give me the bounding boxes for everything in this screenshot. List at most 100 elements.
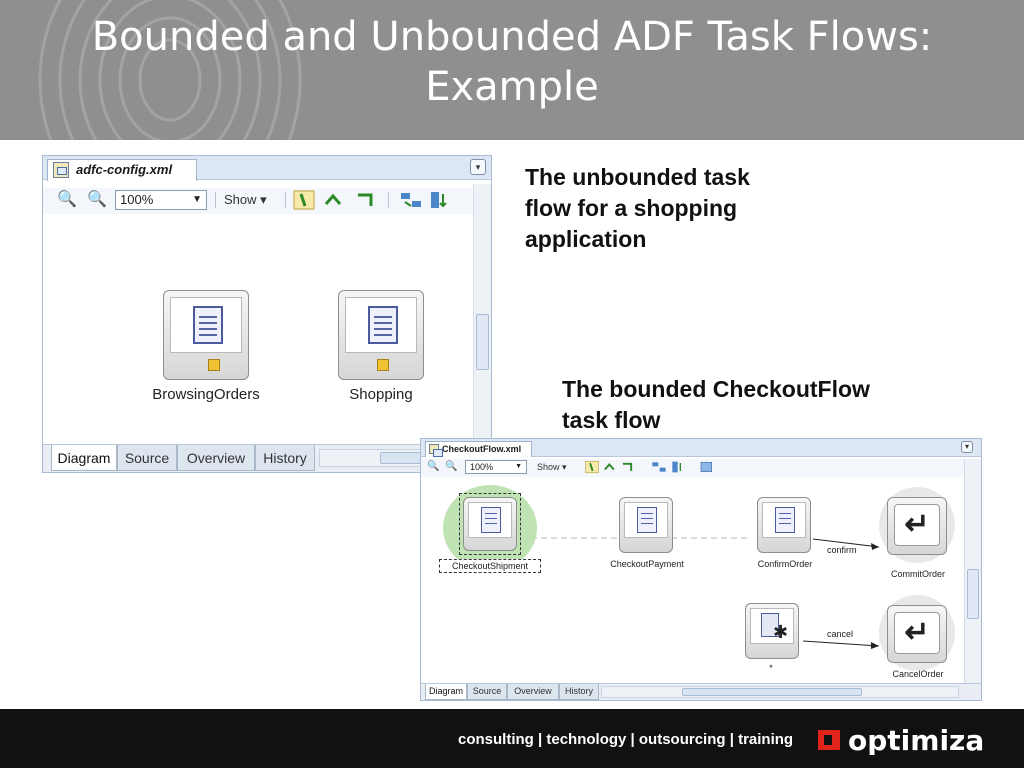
tab-title: adfc-config.xml xyxy=(76,162,173,177)
title-line-1: Bounded and Unbounded ADF Task Flows: xyxy=(91,14,933,60)
caption-unbounded: The unbounded task flow for a shopping a… xyxy=(525,162,750,255)
zoom-out-icon[interactable]: 🔍 xyxy=(87,191,107,208)
node-checkoutshipment[interactable]: CheckoutShipment xyxy=(437,485,547,577)
arrow-head xyxy=(871,642,879,649)
return-icon: ↵ xyxy=(894,612,940,654)
tab-adfc-config[interactable]: adfc-config.xml xyxy=(47,159,198,181)
zoom-select[interactable]: 100% ▼ xyxy=(115,190,207,210)
window-menu-button[interactable]: ▾ xyxy=(961,441,973,453)
scroll-thumb[interactable] xyxy=(967,569,979,619)
vertical-scrollbar[interactable] xyxy=(964,459,981,683)
footer-tagline: consulting | technology | outsourcing | … xyxy=(458,731,794,748)
bounded-taskflow-window: CheckoutFlow.xml ▾ 🔍 🔍 100% ▼ Show ▾ xyxy=(420,438,982,701)
scroll-thumb[interactable] xyxy=(682,688,862,696)
chevron-down-icon: ▼ xyxy=(515,463,522,470)
window-menu-button[interactable]: ▾ xyxy=(470,159,486,175)
caption-line: The bounded CheckoutFlow xyxy=(562,376,870,402)
tab-history[interactable]: History xyxy=(559,684,599,700)
vertical-scrollbar[interactable] xyxy=(473,184,491,440)
layout-icon[interactable] xyxy=(399,190,423,210)
node-shopping[interactable]: Shopping xyxy=(323,290,443,420)
zoom-out-icon[interactable]: 🔍 xyxy=(445,461,458,472)
zoom-in-icon[interactable]: 🔍 xyxy=(57,191,77,208)
node-browsingorders[interactable]: BrowsingOrders xyxy=(143,290,283,420)
xml-file-icon xyxy=(429,444,443,457)
editor-bottom-tabs: Diagram Source Overview History xyxy=(421,683,981,700)
node-cancelorder[interactable]: ↵ CancelOrder xyxy=(875,595,965,685)
page-icon xyxy=(368,306,398,344)
view-activity-box xyxy=(463,497,517,551)
tab-overview[interactable]: Overview xyxy=(177,445,255,471)
horizontal-scrollbar[interactable] xyxy=(601,686,959,698)
return-icon: ↵ xyxy=(894,504,940,546)
node-label: BrowsingOrders xyxy=(152,386,260,403)
caption-line: flow for a shopping xyxy=(525,195,738,221)
page-icon xyxy=(637,507,657,533)
node-checkoutpayment[interactable]: CheckoutPayment xyxy=(599,497,695,577)
view-activity-inner xyxy=(624,502,668,538)
editor-tab-bar: CheckoutFlow.xml ▾ xyxy=(421,439,981,457)
view-activity-box xyxy=(338,290,424,380)
select-tool-icon[interactable] xyxy=(293,190,315,210)
zoom-value: 100% xyxy=(470,462,494,472)
return-activity-box: ↵ xyxy=(887,605,947,663)
view-activity-inner xyxy=(468,502,512,538)
zoom-in-icon[interactable]: 🔍 xyxy=(427,461,440,472)
page-icon xyxy=(481,507,501,533)
layout-icon[interactable] xyxy=(651,460,667,474)
edge-label-confirm: confirm xyxy=(827,545,857,555)
tab-history[interactable]: History xyxy=(255,445,315,471)
tab-diagram[interactable]: Diagram xyxy=(51,445,117,471)
node-wildcard[interactable]: ✱ * xyxy=(739,603,803,675)
tab-title: CheckoutFlow.xml xyxy=(442,444,522,454)
align-icon[interactable] xyxy=(671,460,687,474)
flow-edges xyxy=(521,537,880,649)
control-flow-icon[interactable] xyxy=(323,190,345,210)
tab-source[interactable]: Source xyxy=(117,445,177,471)
arrow-head xyxy=(871,543,879,550)
slide-title: Bounded and Unbounded ADF Task Flows: Ex… xyxy=(0,12,1024,112)
optimiza-logo: optimiza xyxy=(818,725,984,755)
diagram-toolbar: 🔍 🔍 100% ▼ Show ▾ xyxy=(421,459,981,477)
node-label: CheckoutShipment xyxy=(439,559,541,573)
selection-box xyxy=(459,493,521,555)
view-activity-box xyxy=(757,497,811,553)
show-menu[interactable]: Show ▾ xyxy=(224,192,267,207)
view-activity-box xyxy=(619,497,673,553)
tab-source[interactable]: Source xyxy=(467,684,507,700)
tab-checkoutflow[interactable]: CheckoutFlow.xml xyxy=(425,441,533,457)
flow-case-icon[interactable] xyxy=(621,460,635,474)
title-line-2: Example xyxy=(425,64,599,110)
fingerprint-watermark xyxy=(38,0,302,140)
scroll-thumb[interactable] xyxy=(476,314,489,370)
zoom-select[interactable]: 100% ▼ xyxy=(465,460,527,474)
view-activity-inner xyxy=(345,297,417,353)
return-activity-box: ↵ xyxy=(887,497,947,555)
show-menu[interactable]: Show ▾ xyxy=(537,462,567,472)
diagram-canvas[interactable]: CheckoutShipment CheckoutPayment xyxy=(421,479,963,681)
align-icon[interactable] xyxy=(429,190,453,210)
slide-header: Bounded and Unbounded ADF Task Flows: Ex… xyxy=(0,0,1024,140)
view-activity-box xyxy=(163,290,249,380)
wildcard-activity-box: ✱ xyxy=(745,603,799,659)
node-label: CheckoutPayment xyxy=(610,559,684,569)
caption-line: application xyxy=(525,226,647,252)
confirm-edge xyxy=(812,538,880,548)
tab-diagram[interactable]: Diagram xyxy=(425,684,467,700)
toolbar-separator xyxy=(215,192,216,208)
node-confirmorder[interactable]: ConfirmOrder xyxy=(743,497,827,577)
node-label: CommitOrder xyxy=(890,569,945,579)
unbounded-taskflow-window: adfc-config.xml ▾ 🔍 🔍 100% ▼ Show ▾ xyxy=(42,155,492,473)
page-icon xyxy=(193,306,223,344)
tab-overview[interactable]: Overview xyxy=(507,684,559,700)
select-tool-icon[interactable] xyxy=(585,460,599,474)
flow-case-icon[interactable] xyxy=(355,190,377,210)
refresh-icon[interactable] xyxy=(699,460,715,474)
control-flow-icon[interactable] xyxy=(603,460,617,474)
node-commitorder[interactable]: ↵ CommitOrder xyxy=(875,487,965,587)
edge-label-cancel: cancel xyxy=(827,629,854,639)
editor-tab-bar: adfc-config.xml ▾ xyxy=(43,156,491,181)
diagram-canvas[interactable]: BrowsingOrders Shopping xyxy=(43,216,473,441)
zoom-value: 100% xyxy=(120,192,154,207)
view-activity-inner xyxy=(762,502,806,538)
